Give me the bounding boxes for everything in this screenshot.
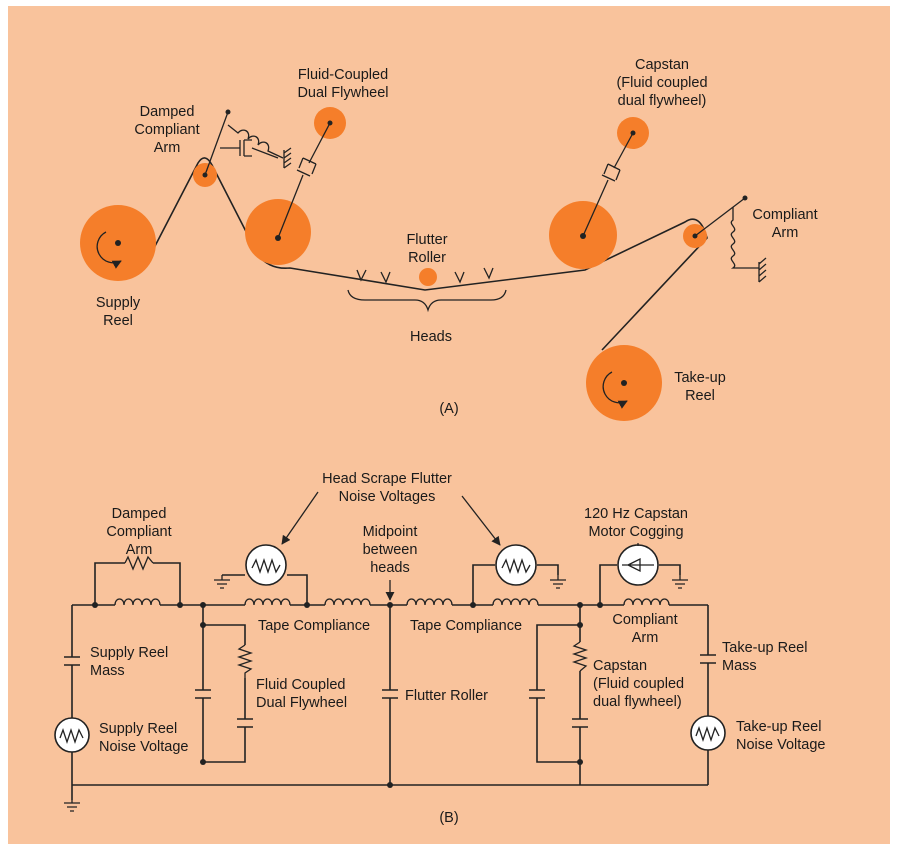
- flutter-roller-disc: [419, 268, 437, 286]
- flywheel-large-disc: [245, 199, 311, 265]
- heads-brace: [347, 289, 507, 313]
- ground-symbols: [64, 575, 688, 812]
- takeup-reel-rotation-icon: [602, 371, 628, 409]
- resistors: [124, 555, 589, 678]
- background: [8, 6, 890, 844]
- tape-path: [153, 157, 708, 351]
- flywheel-coupling: [277, 122, 331, 239]
- panel-a-caption: (A): [439, 401, 458, 417]
- inductors: [114, 598, 670, 606]
- tape-compliance-left-label: Tape Compliance: [258, 618, 370, 634]
- tape-compliance-right-label: Tape Compliance: [410, 618, 522, 634]
- capacitors: [64, 654, 716, 728]
- damped-arm-spring: [227, 124, 284, 159]
- supply-reel-hub: [115, 240, 121, 246]
- junction-nodes: [92, 602, 603, 788]
- pointer-arrows: [281, 491, 639, 601]
- damped-arm-damper: [220, 139, 279, 159]
- noise-sources: [54, 544, 726, 753]
- panel-b-caption: (B): [439, 810, 458, 826]
- flutter-roller-label-b: Flutter Roller: [405, 688, 488, 704]
- capstan-coupling: [582, 132, 634, 237]
- heads-label: Heads: [410, 329, 452, 345]
- supply-reel-rotation-icon: [96, 231, 122, 269]
- head-markers: [356, 267, 494, 284]
- compliant-arm-spring: [730, 207, 767, 283]
